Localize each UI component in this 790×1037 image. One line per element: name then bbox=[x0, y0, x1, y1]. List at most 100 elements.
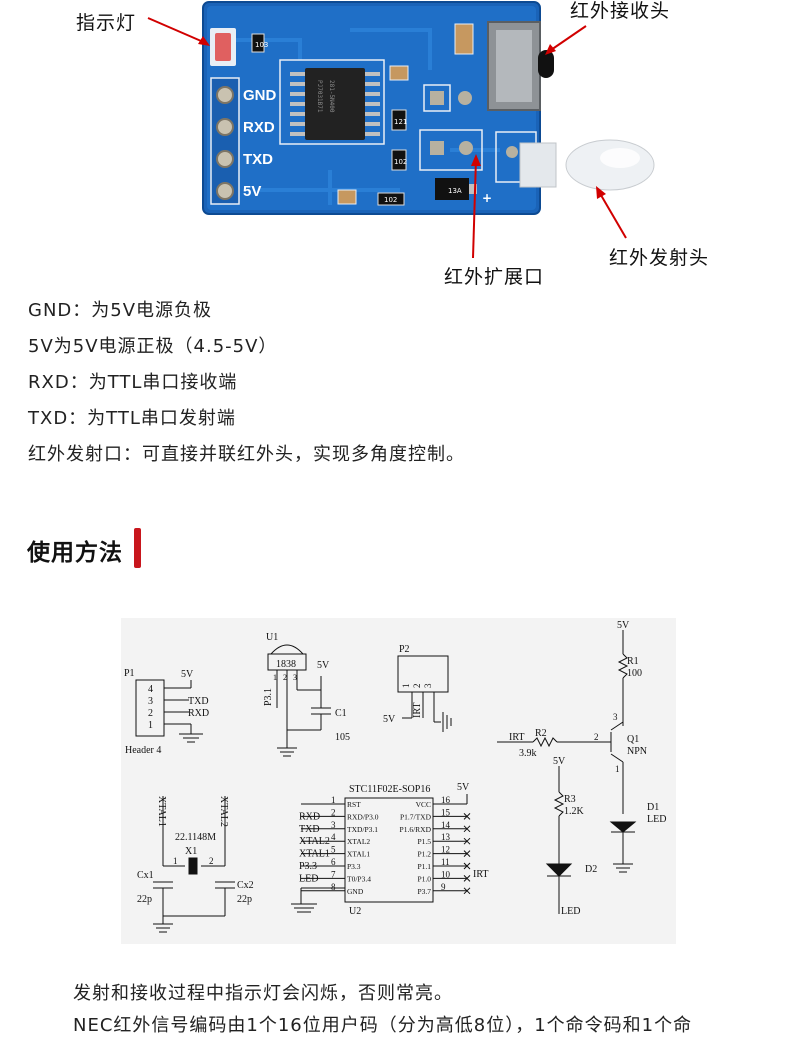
xtal-freq: 22.1148M bbox=[175, 832, 216, 843]
cx1-value: 22p bbox=[137, 894, 152, 905]
component-label-13a: 13A bbox=[448, 187, 462, 195]
r1-net-5v: 5V bbox=[617, 620, 630, 631]
u2-left-pin-num: 1 bbox=[331, 795, 336, 805]
u1-pin1: 1 bbox=[273, 673, 277, 682]
u2-left-pin-num: 6 bbox=[331, 857, 336, 867]
u2-no-connect-mark bbox=[463, 862, 471, 870]
u2-left-pin-num: 4 bbox=[331, 832, 336, 842]
u2-left-pin-num: 2 bbox=[331, 807, 336, 817]
u2-left-pin-fn: RST bbox=[347, 800, 361, 809]
u2-right-pin-num: 14 bbox=[441, 820, 451, 830]
pin-label-gnd: GND bbox=[243, 87, 277, 104]
r1-name: R1 bbox=[627, 656, 639, 667]
p2-name: P2 bbox=[399, 644, 410, 655]
pin-label-5v: 5V bbox=[243, 183, 261, 200]
u2-right-pin-num: 13 bbox=[441, 832, 451, 842]
u2-right-pin-num: 12 bbox=[441, 845, 450, 855]
p2-pin3: 3 bbox=[423, 683, 433, 688]
u2-name: U2 bbox=[349, 906, 361, 917]
p1-net-5v: 5V bbox=[181, 669, 194, 680]
chip-marking-1: PJ7031B71 bbox=[316, 80, 323, 113]
d1-name: D1 bbox=[647, 802, 659, 813]
u1-name: U1 bbox=[266, 632, 278, 643]
u1-net-5v: 5V bbox=[317, 660, 330, 671]
u1-pin2: 2 bbox=[283, 673, 287, 682]
q1-pin2: 2 bbox=[594, 732, 599, 742]
xtal1-net: XTAL1 bbox=[156, 796, 167, 827]
u2-left-pin-num: 3 bbox=[331, 820, 336, 830]
u2-part: STC11F02E-SOP16 bbox=[349, 784, 430, 795]
u2-left-pin-fn: TXD/P3.1 bbox=[347, 825, 378, 834]
p1-net-rxd: RXD bbox=[188, 708, 209, 719]
r2-value: 3.9k bbox=[519, 748, 537, 759]
ir-module-board-photo: GND RXD TXD 5V 103 PJ7031B71 281-5N400 1… bbox=[147, 1, 655, 259]
p2-net-irt: IRT bbox=[412, 702, 423, 718]
desc-rxd: RXD：为TTL串口接收端 bbox=[28, 372, 238, 393]
section-accent-bar bbox=[134, 528, 141, 568]
u2-right-pin-num: 10 bbox=[441, 869, 451, 879]
u2-left-pin-net: LED bbox=[299, 873, 318, 884]
r1-value: 100 bbox=[627, 668, 642, 679]
c1-name: C1 bbox=[335, 708, 347, 719]
p1-pin-3: 3 bbox=[148, 696, 153, 707]
u2-no-connect-mark bbox=[463, 813, 471, 820]
p1-pin-4: 4 bbox=[148, 684, 153, 695]
u2-right-pin-fn: P1.6/RXD bbox=[400, 825, 432, 834]
d2-net-led: LED bbox=[561, 906, 580, 917]
u2-left-pin-net: RXD bbox=[299, 811, 320, 822]
u2-right-pin-fn: P3.7 bbox=[417, 887, 431, 896]
xtal-pin2: 2 bbox=[209, 856, 214, 866]
u1-part: 1838 bbox=[276, 659, 296, 670]
u2-left-pin-net: P3.3 bbox=[299, 861, 317, 872]
u2-left-pin-fn: RXD/P3.0 bbox=[347, 812, 379, 821]
note-nec-encoding: NEC红外信号编码由1个16位用户码（分为高低8位），1个命令码和1个命 bbox=[73, 1015, 693, 1036]
u2-right-pin-num: 15 bbox=[441, 807, 451, 817]
cx2-value: 22p bbox=[237, 894, 252, 905]
c1-value: 105 bbox=[335, 732, 350, 743]
u2-net-irt: IRT bbox=[473, 869, 489, 880]
resistor-label-102b: 102 bbox=[384, 196, 397, 204]
q1-type: NPN bbox=[627, 746, 647, 757]
q1-pin3: 3 bbox=[613, 712, 618, 722]
d1-type: LED bbox=[647, 814, 666, 825]
p1-net-txd: TXD bbox=[188, 696, 209, 707]
u2-right-pin-num: 16 bbox=[441, 795, 451, 805]
r3-value: 1.2K bbox=[564, 806, 585, 817]
u1-pin3: 3 bbox=[293, 673, 297, 682]
u2-left-pin-fn: P3.3 bbox=[347, 862, 361, 871]
callout-ir-receiver: 红外接收头 bbox=[570, 0, 671, 22]
r3-net-5v: 5V bbox=[553, 756, 566, 767]
chip-marking-2: 281-5N400 bbox=[328, 80, 335, 113]
callout-ir-expand: 红外扩展口 bbox=[444, 266, 545, 288]
u2-left-pin-net: XTAL1 bbox=[299, 849, 330, 860]
u2-left-pin-num: 5 bbox=[331, 845, 336, 855]
p1-footprint: Header 4 bbox=[125, 745, 161, 756]
u1-net-p31: P3.1 bbox=[263, 688, 274, 706]
q1-name: Q1 bbox=[627, 734, 639, 745]
u2-right-pin-fn: P1.1 bbox=[417, 862, 431, 871]
u2-no-connect-mark bbox=[463, 825, 471, 833]
desc-txd: TXD：为TTL串口发射端 bbox=[28, 408, 236, 429]
resistor-label-102a: 102 bbox=[394, 158, 407, 166]
note-indicator-behavior: 发射和接收过程中指示灯会闪烁，否则常亮。 bbox=[73, 983, 453, 1004]
d2-name: D2 bbox=[585, 864, 597, 875]
plus-marking: + bbox=[482, 191, 492, 205]
u2-left-pin-fn: T0/P3.4 bbox=[347, 874, 371, 883]
p2-pin1: 1 bbox=[401, 684, 411, 689]
p1-pin-1: 1 bbox=[148, 720, 153, 731]
u2-right-pin-num: 9 bbox=[441, 882, 446, 892]
xtal-name: X1 bbox=[185, 846, 197, 857]
u2-right-pin-fn: P1.5 bbox=[417, 837, 431, 846]
u2-left-pin-fn: XTAL2 bbox=[347, 837, 370, 846]
desc-gnd: GND：为5V电源负极 bbox=[28, 300, 213, 321]
u2-right-pin-fn: VCC bbox=[416, 800, 431, 809]
callout-indicator: 指示灯 bbox=[76, 12, 137, 34]
u2-right-pin-fn: P1.7/TXD bbox=[400, 812, 432, 821]
xtal-pin1: 1 bbox=[173, 856, 178, 866]
desc-5v: 5V为5V电源正极（4.5-5V） bbox=[28, 336, 278, 357]
q1-pin1: 1 bbox=[615, 764, 620, 774]
pin-label-txd: TXD bbox=[243, 151, 273, 168]
xtal2-net: XTAL2 bbox=[218, 796, 229, 827]
